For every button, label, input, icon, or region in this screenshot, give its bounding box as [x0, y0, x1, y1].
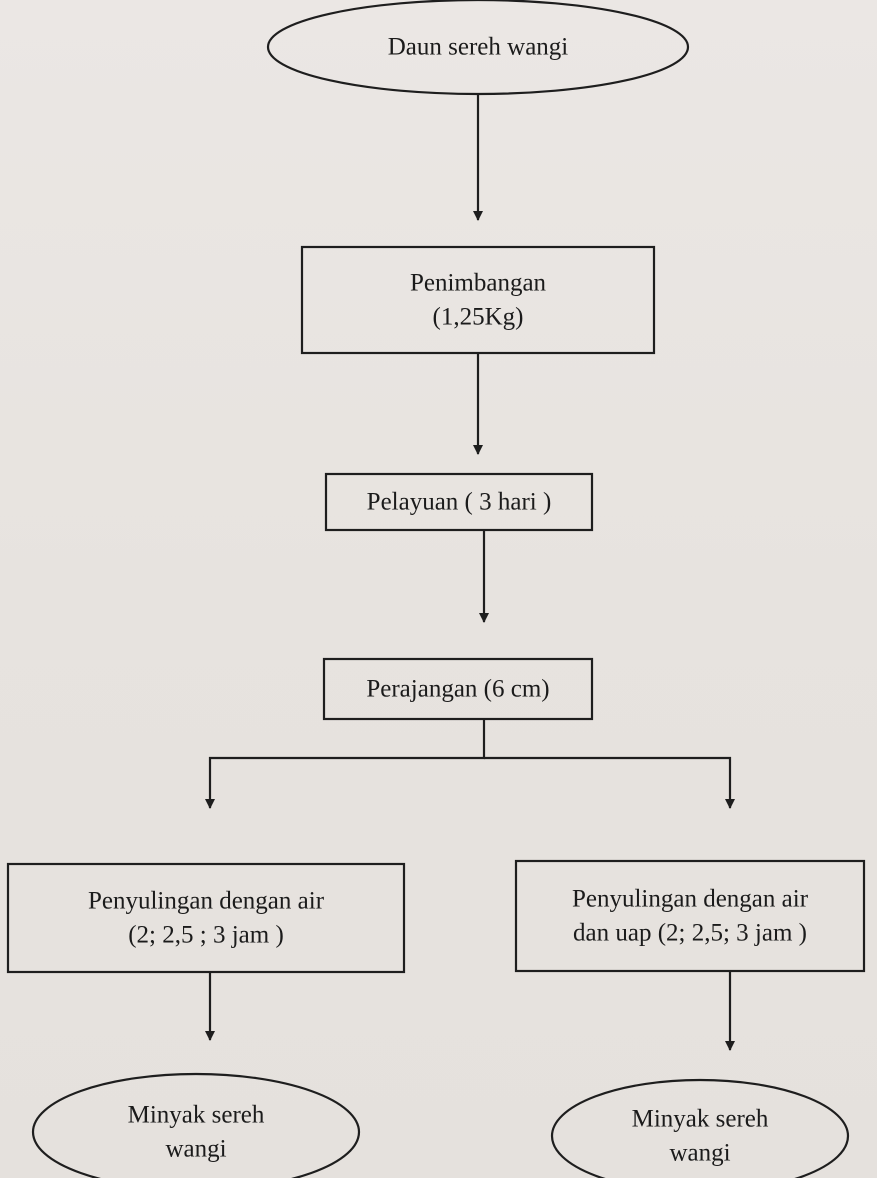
node-oil-left: Minyak sereh wangi: [31, 1072, 361, 1178]
node-wilt-label-line-1: Pelayuan ( 3 hari ): [367, 489, 552, 516]
node-weigh: Penimbangan (1,25Kg): [300, 245, 656, 355]
arrow-chop-to-distill-steam: [484, 756, 735, 809]
node-oil-left-label-line-2: wangi: [165, 1136, 226, 1163]
node-oil-left-ellipse: [31, 1072, 361, 1178]
node-weigh-label-line-1: Penimbangan: [410, 270, 547, 297]
node-start-label-line-1: Daun sereh wangi: [388, 34, 569, 61]
node-chop: Perajangan (6 cm): [322, 657, 594, 721]
node-distill-water: Penyulingan dengan air (2; 2,5 ; 3 jam ): [6, 862, 406, 974]
node-start: Daun sereh wangi: [266, 0, 690, 96]
arrow-chop-to-distill-water: [205, 719, 486, 809]
node-distill-steam: Penyulingan dengan air dan uap (2; 2,5; 3…: [514, 859, 866, 973]
node-wilt-box: [324, 472, 594, 532]
node-distill-steam-label-line-2: dan uap (2; 2,5; 3 jam ): [573, 920, 807, 947]
node-oil-right-label-line-2: wangi: [669, 1140, 730, 1167]
node-chop-box: [322, 657, 594, 721]
node-distill-water-label-line-1: Penyulingan dengan air: [88, 888, 325, 915]
node-oil-right: Minyak sereh wangi: [550, 1078, 850, 1178]
node-wilt: Pelayuan ( 3 hari ): [324, 472, 594, 532]
node-distill-steam-box: [514, 859, 866, 973]
node-distill-steam-label-line-1: Penyulingan dengan air: [572, 886, 809, 913]
node-weigh-box: [300, 245, 656, 355]
node-oil-left-label-line-1: Minyak sereh: [128, 1102, 265, 1129]
node-weigh-label-line-2: (1,25Kg): [433, 304, 524, 331]
node-distill-water-label-line-2: (2; 2,5 ; 3 jam ): [128, 922, 284, 949]
node-oil-right-label-line-1: Minyak sereh: [632, 1106, 769, 1133]
node-chop-label-line-1: Perajangan (6 cm): [366, 676, 549, 703]
node-distill-water-box: [6, 862, 406, 974]
edges-layer: [205, 94, 735, 1051]
node-oil-right-ellipse: [550, 1078, 850, 1178]
node-start-ellipse: [266, 0, 690, 96]
